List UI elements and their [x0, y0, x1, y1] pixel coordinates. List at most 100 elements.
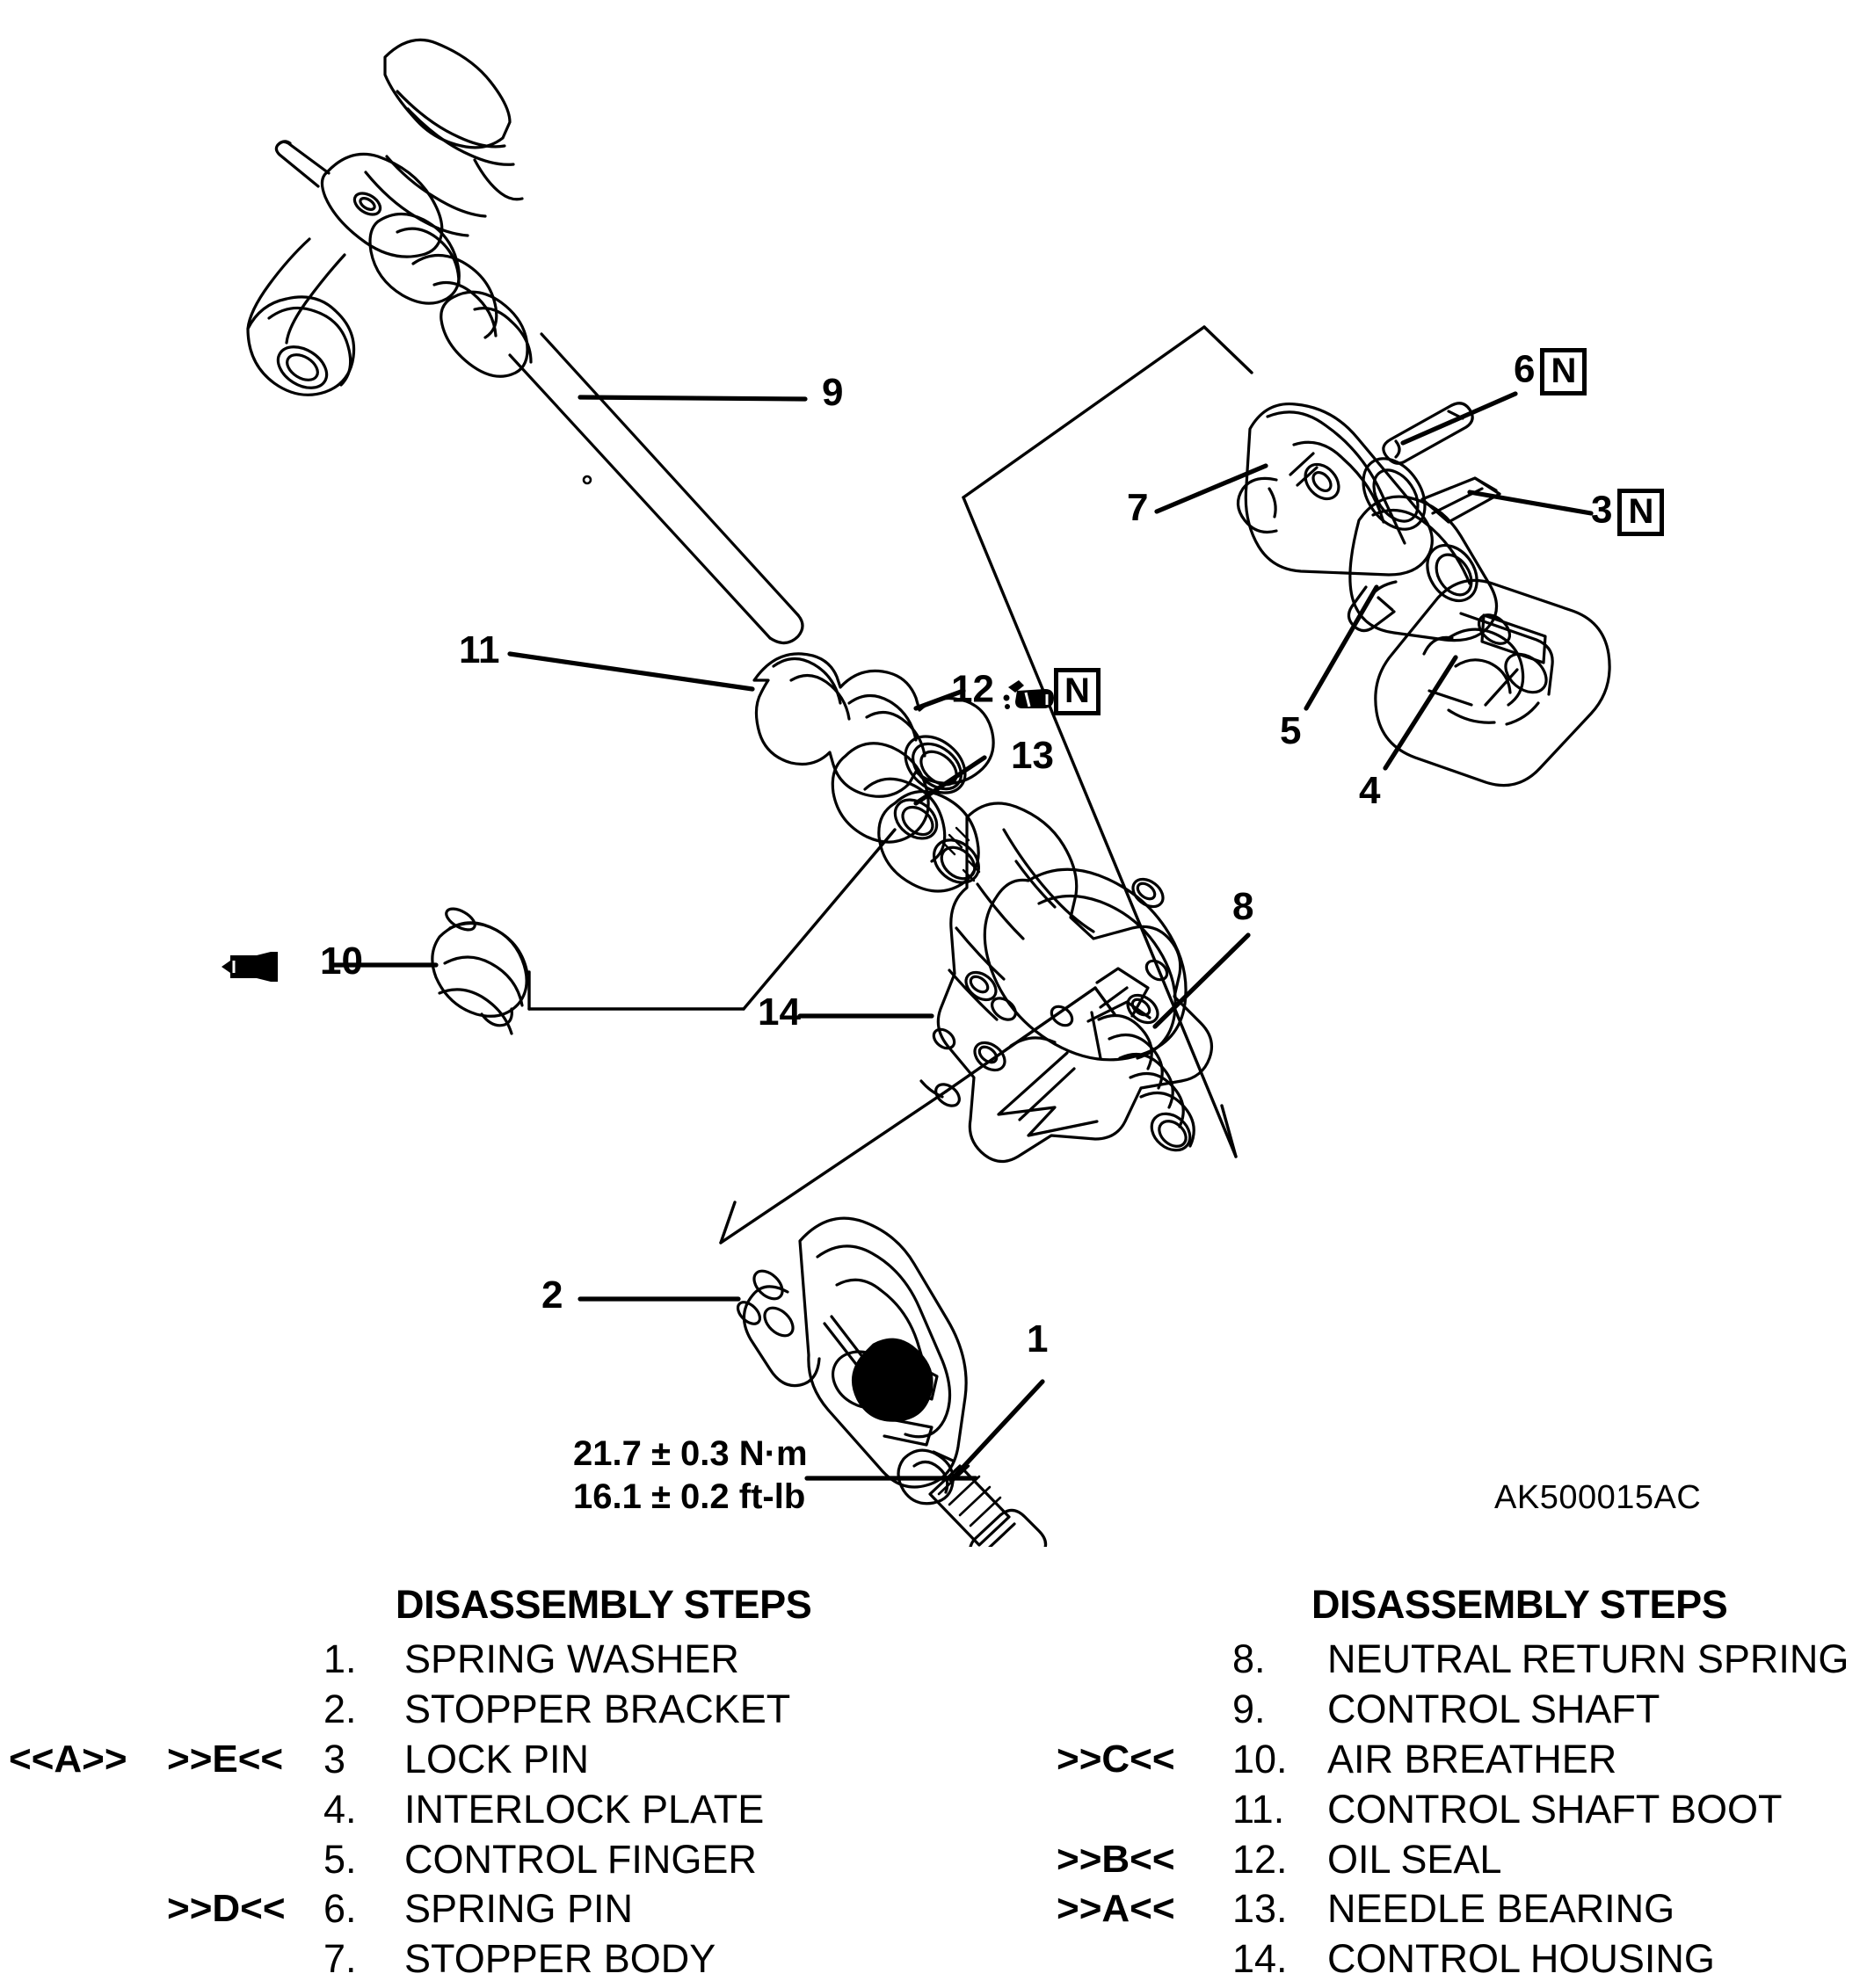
step-number: 9.	[1232, 1686, 1266, 1731]
step-row: 1. SPRING WASHER	[9, 1635, 790, 1685]
part-neutral-return-spring	[997, 967, 1195, 1152]
step-mark-b	[1057, 1785, 1232, 1835]
oil-can-glyph	[1003, 680, 1054, 709]
step-number: 2.	[323, 1686, 357, 1731]
part-control-shaft-boot	[752, 652, 995, 798]
callout-1: 1	[1027, 1317, 1049, 1360]
callout-9: 9	[822, 371, 844, 414]
step-name: CONTROL FINGER	[404, 1836, 757, 1882]
step-mark-b: >>E<<	[167, 1737, 284, 1781]
step-number: 13.	[1232, 1886, 1288, 1932]
assembly-bracket-lines	[527, 325, 1253, 1244]
callout-7: 7	[1127, 486, 1149, 529]
step-mark-b	[1057, 1635, 1232, 1685]
step-mark-b: >>B<<	[1057, 1837, 1175, 1881]
step-row: 11. CONTROL SHAFT BOOT	[1057, 1785, 1849, 1835]
step-number: 5.	[323, 1836, 357, 1882]
n-badge-3: N	[1617, 489, 1665, 536]
callout-leader-lines	[330, 391, 1594, 1483]
callout-10-group: 10	[222, 940, 363, 983]
step-mark-a	[9, 1934, 167, 1984]
steps-table-right: 8. NEUTRAL RETURN SPRING 9. CONTROL SHAF…	[1057, 1635, 1849, 1984]
step-name: CONTROL SHAFT BOOT	[1327, 1786, 1783, 1832]
steps-column-left: DISASSEMBLY STEPS 1. SPRING WASHER 2. ST…	[0, 1582, 934, 1984]
callout-4: 4	[1359, 769, 1381, 812]
step-number: 3	[323, 1736, 346, 1781]
steps-title-left: DISASSEMBLY STEPS	[396, 1582, 812, 1627]
step-row: >>C<< 10. AIR BREATHER	[1057, 1735, 1849, 1785]
step-mark-b	[167, 1835, 323, 1885]
part-oil-seal	[831, 742, 947, 863]
step-number: 7.	[323, 1936, 357, 1982]
step-mark-a	[9, 1785, 167, 1835]
step-mark-b	[167, 1635, 323, 1685]
step-name: STOPPER BODY	[404, 1936, 716, 1982]
exploded-view-illustration	[246, 38, 1611, 1547]
step-mark-b: >>D<<	[167, 1887, 286, 1931]
callout-8: 8	[1232, 885, 1254, 928]
step-row: 14. CONTROL HOUSING	[1057, 1934, 1849, 1984]
step-number: 8.	[1232, 1636, 1266, 1681]
step-number: 4.	[323, 1786, 357, 1832]
step-mark-a	[9, 1635, 167, 1685]
n-badge-6: N	[1540, 348, 1587, 395]
callout-2: 2	[541, 1273, 563, 1317]
step-number: 10.	[1232, 1736, 1288, 1781]
steps-table-left: 1. SPRING WASHER 2. STOPPER BRACKET <<A>…	[9, 1635, 790, 1984]
part-interlock-plate	[1374, 578, 1611, 787]
step-name: CONTROL HOUSING	[1327, 1936, 1715, 1982]
part-lock-pin	[1420, 476, 1501, 524]
step-number: 1.	[323, 1636, 357, 1681]
steps-title-right: DISASSEMBLY STEPS	[1311, 1582, 1728, 1627]
part-control-shaft	[246, 38, 804, 645]
part-spring-washer-and-bolt	[897, 1448, 1048, 1547]
step-name: OIL SEAL	[1327, 1836, 1502, 1882]
step-mark-b	[1057, 1685, 1232, 1735]
disassembly-steps-section: DISASSEMBLY STEPS 1. SPRING WASHER 2. ST…	[0, 1582, 1867, 1984]
callout-5: 5	[1280, 709, 1302, 752]
sealant-tube-icon	[222, 950, 278, 983]
part-stopper-bracket	[736, 1216, 968, 1489]
step-name: AIR BREATHER	[1327, 1736, 1617, 1781]
step-row: 8. NEUTRAL RETURN SPRING	[1057, 1635, 1849, 1685]
callout-13: 13	[1011, 734, 1054, 777]
step-number: 14.	[1232, 1936, 1288, 1982]
step-mark-a: <<A>>	[9, 1737, 127, 1781]
callout-10: 10	[320, 940, 363, 983]
step-name: NEEDLE BEARING	[1327, 1886, 1675, 1932]
step-row: >>B<< 12. OIL SEAL	[1057, 1835, 1849, 1885]
step-mark-a	[9, 1884, 167, 1934]
step-mark-b	[1057, 1934, 1232, 1984]
step-name: SPRING WASHER	[404, 1636, 739, 1681]
callout-3: 3	[1591, 488, 1613, 532]
torque-ftlb: 16.1 ± 0.2 ft-lb	[573, 1476, 806, 1516]
step-name: INTERLOCK PLATE	[404, 1786, 765, 1832]
n-badge-12: N	[1053, 668, 1101, 715]
drawing-reference-code: AK500015AC	[1494, 1479, 1702, 1516]
step-number: 11.	[1232, 1786, 1285, 1832]
step-row: >>A<< 13. NEEDLE BEARING	[1057, 1884, 1849, 1934]
step-name: STOPPER BRACKET	[404, 1686, 791, 1731]
step-mark-b	[167, 1785, 323, 1835]
part-air-breather	[431, 907, 529, 1035]
step-row: 7. STOPPER BODY	[9, 1934, 790, 1984]
step-row: 9. CONTROL SHAFT	[1057, 1685, 1849, 1735]
sealant-tube-glyph	[222, 952, 278, 983]
callout-12: 12	[951, 667, 994, 711]
step-number: 6.	[323, 1886, 357, 1932]
step-name: NEUTRAL RETURN SPRING	[1327, 1636, 1849, 1681]
callout-11: 11	[459, 628, 500, 671]
step-row: 2. STOPPER BRACKET	[9, 1685, 790, 1735]
callout-12-group: 12 N	[951, 668, 1101, 715]
step-row: 4. INTERLOCK PLATE	[9, 1785, 790, 1835]
torque-specification: 21.7 ± 0.3 N·m 16.1 ± 0.2 ft-lb	[573, 1433, 808, 1519]
step-name: CONTROL SHAFT	[1327, 1686, 1660, 1731]
step-row: >>D<< 6. SPRING PIN	[9, 1884, 790, 1934]
step-mark-a	[9, 1685, 167, 1735]
steps-column-right: DISASSEMBLY STEPS 8. NEUTRAL RETURN SPRI…	[934, 1582, 1867, 1984]
oil-can-icon	[1003, 678, 1057, 715]
step-mark-a	[9, 1835, 167, 1885]
technical-drawing-svg	[246, 38, 1611, 1547]
